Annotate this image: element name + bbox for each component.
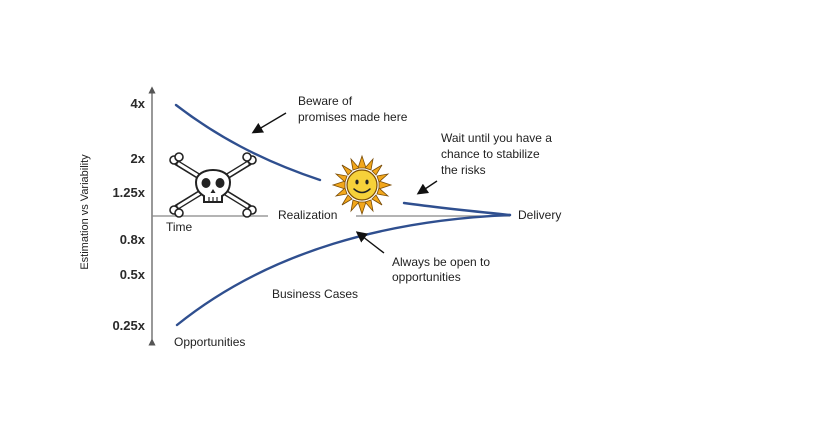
lower-curve — [175, 213, 512, 327]
label-delivery: Delivery — [518, 208, 561, 222]
annotation-wait: Wait until you have a chance to stabiliz… — [441, 131, 555, 177]
y-tick-0-8x: 0.8x — [120, 232, 146, 247]
label-realization: Realization — [278, 208, 337, 222]
upper-curve-early — [174, 103, 322, 182]
y-tick-4x: 4x — [131, 96, 146, 111]
annotation-open: Always be open to opportunities — [392, 255, 493, 284]
label-business-cases: Business Cases — [272, 287, 358, 301]
y-axis-label: Estimation vs Variability — [79, 154, 91, 270]
annotation-beware: Beware of promises made here — [298, 94, 408, 124]
y-tick-1-25x: 1.25x — [112, 185, 145, 200]
smiling-sun-icon — [331, 154, 393, 216]
label-time: Time — [166, 220, 193, 234]
arrow-wait — [416, 180, 438, 195]
skull-crossbones-icon — [169, 152, 257, 218]
label-opportunities: Opportunities — [174, 335, 245, 349]
y-tick-0-5x: 0.5x — [120, 267, 146, 282]
y-tick-2x: 2x — [131, 151, 146, 166]
arrow-open — [355, 231, 385, 254]
arrow-beware — [251, 112, 287, 134]
y-tick-0-25x: 0.25x — [112, 318, 145, 333]
upper-curve-late — [402, 201, 512, 217]
